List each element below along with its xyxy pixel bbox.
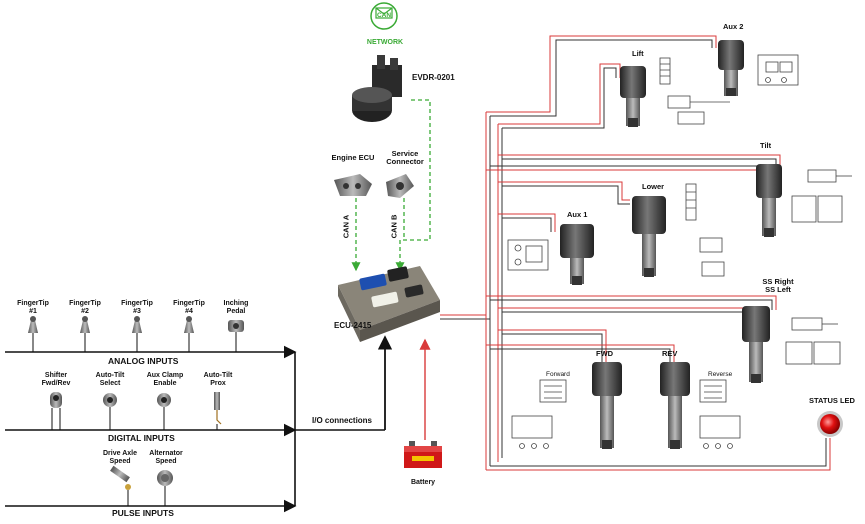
service-connector-icon xyxy=(386,174,414,198)
auto-tilt-prox-icon xyxy=(214,392,222,430)
status-led-icon xyxy=(817,411,843,437)
fingertip-1-icon xyxy=(28,316,38,352)
rev-hydraulic-symbol xyxy=(699,379,741,449)
forward-label: Forward xyxy=(546,371,570,378)
pulse-inputs-title: PULSE INPUTS xyxy=(112,508,174,518)
fingertip-2-icon xyxy=(80,316,90,352)
can-badge-text: CAN xyxy=(376,12,392,19)
tilt-label: Tilt xyxy=(760,141,772,150)
shifter-label: Shifter Fwd/Rev xyxy=(41,372,71,387)
can-b-line xyxy=(395,99,431,272)
evdr-device-icon xyxy=(352,55,402,122)
reverse-label: Reverse xyxy=(708,371,733,378)
io-connection-arrow xyxy=(295,335,393,431)
fwd-solenoid-icon xyxy=(592,362,622,449)
network-label: NETWORK xyxy=(366,39,404,46)
engine-ecu-label: Engine ECU xyxy=(331,153,375,162)
battery-icon xyxy=(404,441,442,468)
drive-axle-speed-label: Drive Axle Speed xyxy=(103,450,137,465)
lower-hydraulic-symbol xyxy=(685,183,725,277)
analog-inputs-title: ANALOG INPUTS xyxy=(108,356,179,366)
fingertip-3-label: FingerTip #3 xyxy=(121,300,153,315)
lower-solenoid-icon xyxy=(632,196,666,277)
aux2-label: Aux 2 xyxy=(723,22,744,31)
fingertip-2-label: FingerTip #2 xyxy=(69,300,101,315)
rev-solenoid-icon xyxy=(660,362,690,449)
ss-hydraulic-symbol xyxy=(785,317,841,365)
aux1-solenoid-icon xyxy=(560,224,594,285)
io-connections-label: I/O connections xyxy=(312,416,373,425)
evdr-label: EVDR-0201 xyxy=(412,73,455,82)
lift-hydraulic-symbol xyxy=(659,57,730,125)
auto-tilt-select-icon xyxy=(103,393,117,430)
ss-solenoid-icon xyxy=(742,306,770,383)
lift-label: Lift xyxy=(632,49,644,58)
rev-label: REV xyxy=(662,349,678,358)
tilt-hydraulic-symbol xyxy=(791,169,852,223)
ecu-2415-label: ECU-2415 xyxy=(334,321,372,330)
shifter-fwd-rev-icon xyxy=(50,392,62,430)
lower-label: Lower xyxy=(642,182,665,191)
aux1-hydraulic-symbol xyxy=(507,239,549,271)
aux-clamp-enable-label: Aux Clamp Enable xyxy=(146,372,184,387)
fingertip-4-icon xyxy=(184,316,194,352)
can-network-icon xyxy=(370,2,398,30)
ss-label: SS Right SS Left xyxy=(762,277,794,294)
inching-pedal-label: Inching Pedal xyxy=(223,300,249,315)
fwd-label: FWD xyxy=(596,349,614,358)
status-led-label: STATUS LED xyxy=(809,396,855,405)
drive-axle-speed-sensor-icon xyxy=(110,465,131,506)
auto-tilt-prox-label: Auto-Tilt Prox xyxy=(203,372,233,387)
tilt-solenoid-icon xyxy=(756,164,782,237)
alternator-speed-label: Alternator Speed xyxy=(149,450,183,465)
aux2-solenoid-icon xyxy=(718,40,744,96)
auto-tilt-select-label: Auto-Tilt Select xyxy=(95,372,125,387)
aux2-hydraulic-symbol xyxy=(757,54,799,86)
battery-label: Battery xyxy=(410,479,436,486)
aux-clamp-enable-icon xyxy=(157,393,171,430)
fingertip-3-icon xyxy=(132,316,142,352)
lift-solenoid-icon xyxy=(620,66,646,127)
alternator-speed-sensor-icon xyxy=(157,470,173,506)
service-connector-label: Service Connector xyxy=(386,149,424,166)
fingertip-4-label: FingerTip #4 xyxy=(173,300,205,315)
fwd-hydraulic-symbol xyxy=(511,379,567,449)
inching-pedal-icon xyxy=(228,320,244,352)
ecu-2415-icon xyxy=(338,266,440,342)
digital-inputs-title: DIGITAL INPUTS xyxy=(108,433,175,443)
aux1-label: Aux 1 xyxy=(567,210,588,219)
can-a-label: CAN A xyxy=(341,214,351,239)
fingertip-1-label: FingerTip #1 xyxy=(17,300,49,315)
engine-ecu-icon xyxy=(334,174,372,196)
can-b-label: CAN B xyxy=(389,214,399,239)
